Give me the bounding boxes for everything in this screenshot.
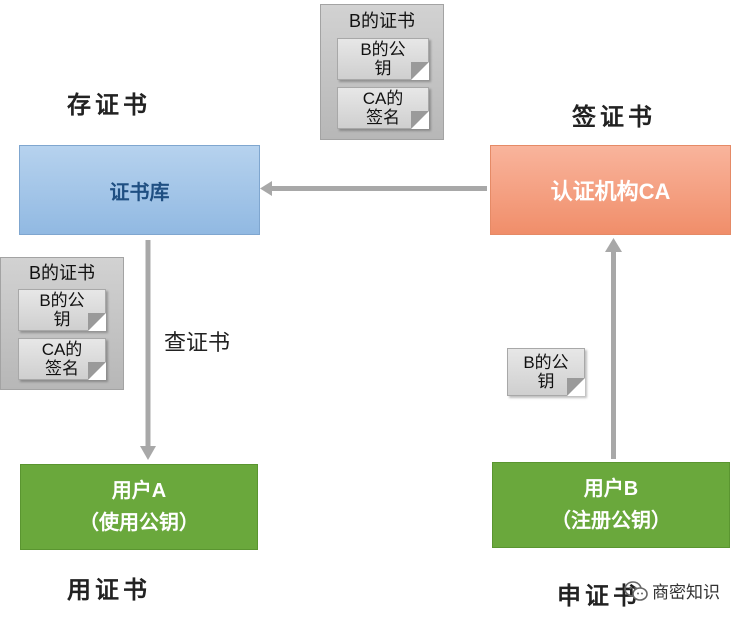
watermark: 商密知识 [624, 578, 720, 603]
certificate-left-public-key: B的公 钥 [18, 289, 106, 331]
user-b-role: （注册公钥） [551, 510, 671, 532]
user-a-role: （使用公钥） [79, 512, 199, 534]
arrow-store-to-usera [140, 240, 156, 460]
cert-store-box: 证书库 [19, 145, 260, 235]
certificate-left-signature-line2: 签名 [45, 359, 79, 378]
certificate-top: B的证书 B的公 钥 CA的 签名 [320, 4, 444, 140]
certificate-top-signature-line1: CA的 [362, 89, 404, 108]
certificate-top-signature: CA的 签名 [337, 87, 429, 129]
cert-store-label: 证书库 [109, 181, 170, 204]
arrow-userb-to-ca [605, 238, 622, 459]
public-key-doc-line2: 钥 [537, 372, 555, 391]
certificate-top-title: B的证书 [348, 11, 415, 31]
label-apply-cert: 申证书 [557, 583, 641, 610]
label-store-cert: 存证书 [67, 92, 151, 119]
certificate-left: B的证书 B的公 钥 CA的 签名 [0, 257, 124, 390]
certificate-left-public-key-line2: 钥 [53, 310, 71, 329]
public-key-doc: B的公 钥 [507, 348, 585, 396]
certificate-left-signature-line1: CA的 [41, 340, 83, 359]
user-a-box: 用户A （使用公钥） [20, 464, 258, 550]
label-use-cert: 用证书 [67, 577, 151, 604]
certificate-top-public-key-line2: 钥 [374, 59, 392, 78]
certificate-left-title: B的证书 [28, 263, 95, 283]
certificate-left-signature: CA的 签名 [18, 338, 106, 380]
user-b-name: 用户B [583, 478, 639, 500]
arrow-ca-to-store [260, 181, 487, 196]
label-query-cert: 查证书 [164, 330, 231, 355]
ca-label: 认证机构CA [550, 179, 671, 204]
ca-box: 认证机构CA [490, 145, 731, 235]
certificate-top-public-key: B的公 钥 [337, 38, 429, 80]
user-a-name: 用户A [111, 480, 167, 502]
certificate-top-signature-line2: 签名 [366, 108, 400, 127]
certificate-top-public-key-line1: B的公 [360, 40, 406, 59]
watermark-text: 商密知识 [652, 583, 720, 602]
user-b-box: 用户B （注册公钥） [492, 462, 730, 548]
wechat-icon [624, 580, 648, 601]
public-key-doc-line1: B的公 [523, 353, 569, 372]
label-sign-cert: 签证书 [572, 104, 656, 131]
certificate-left-public-key-line1: B的公 [39, 291, 85, 310]
